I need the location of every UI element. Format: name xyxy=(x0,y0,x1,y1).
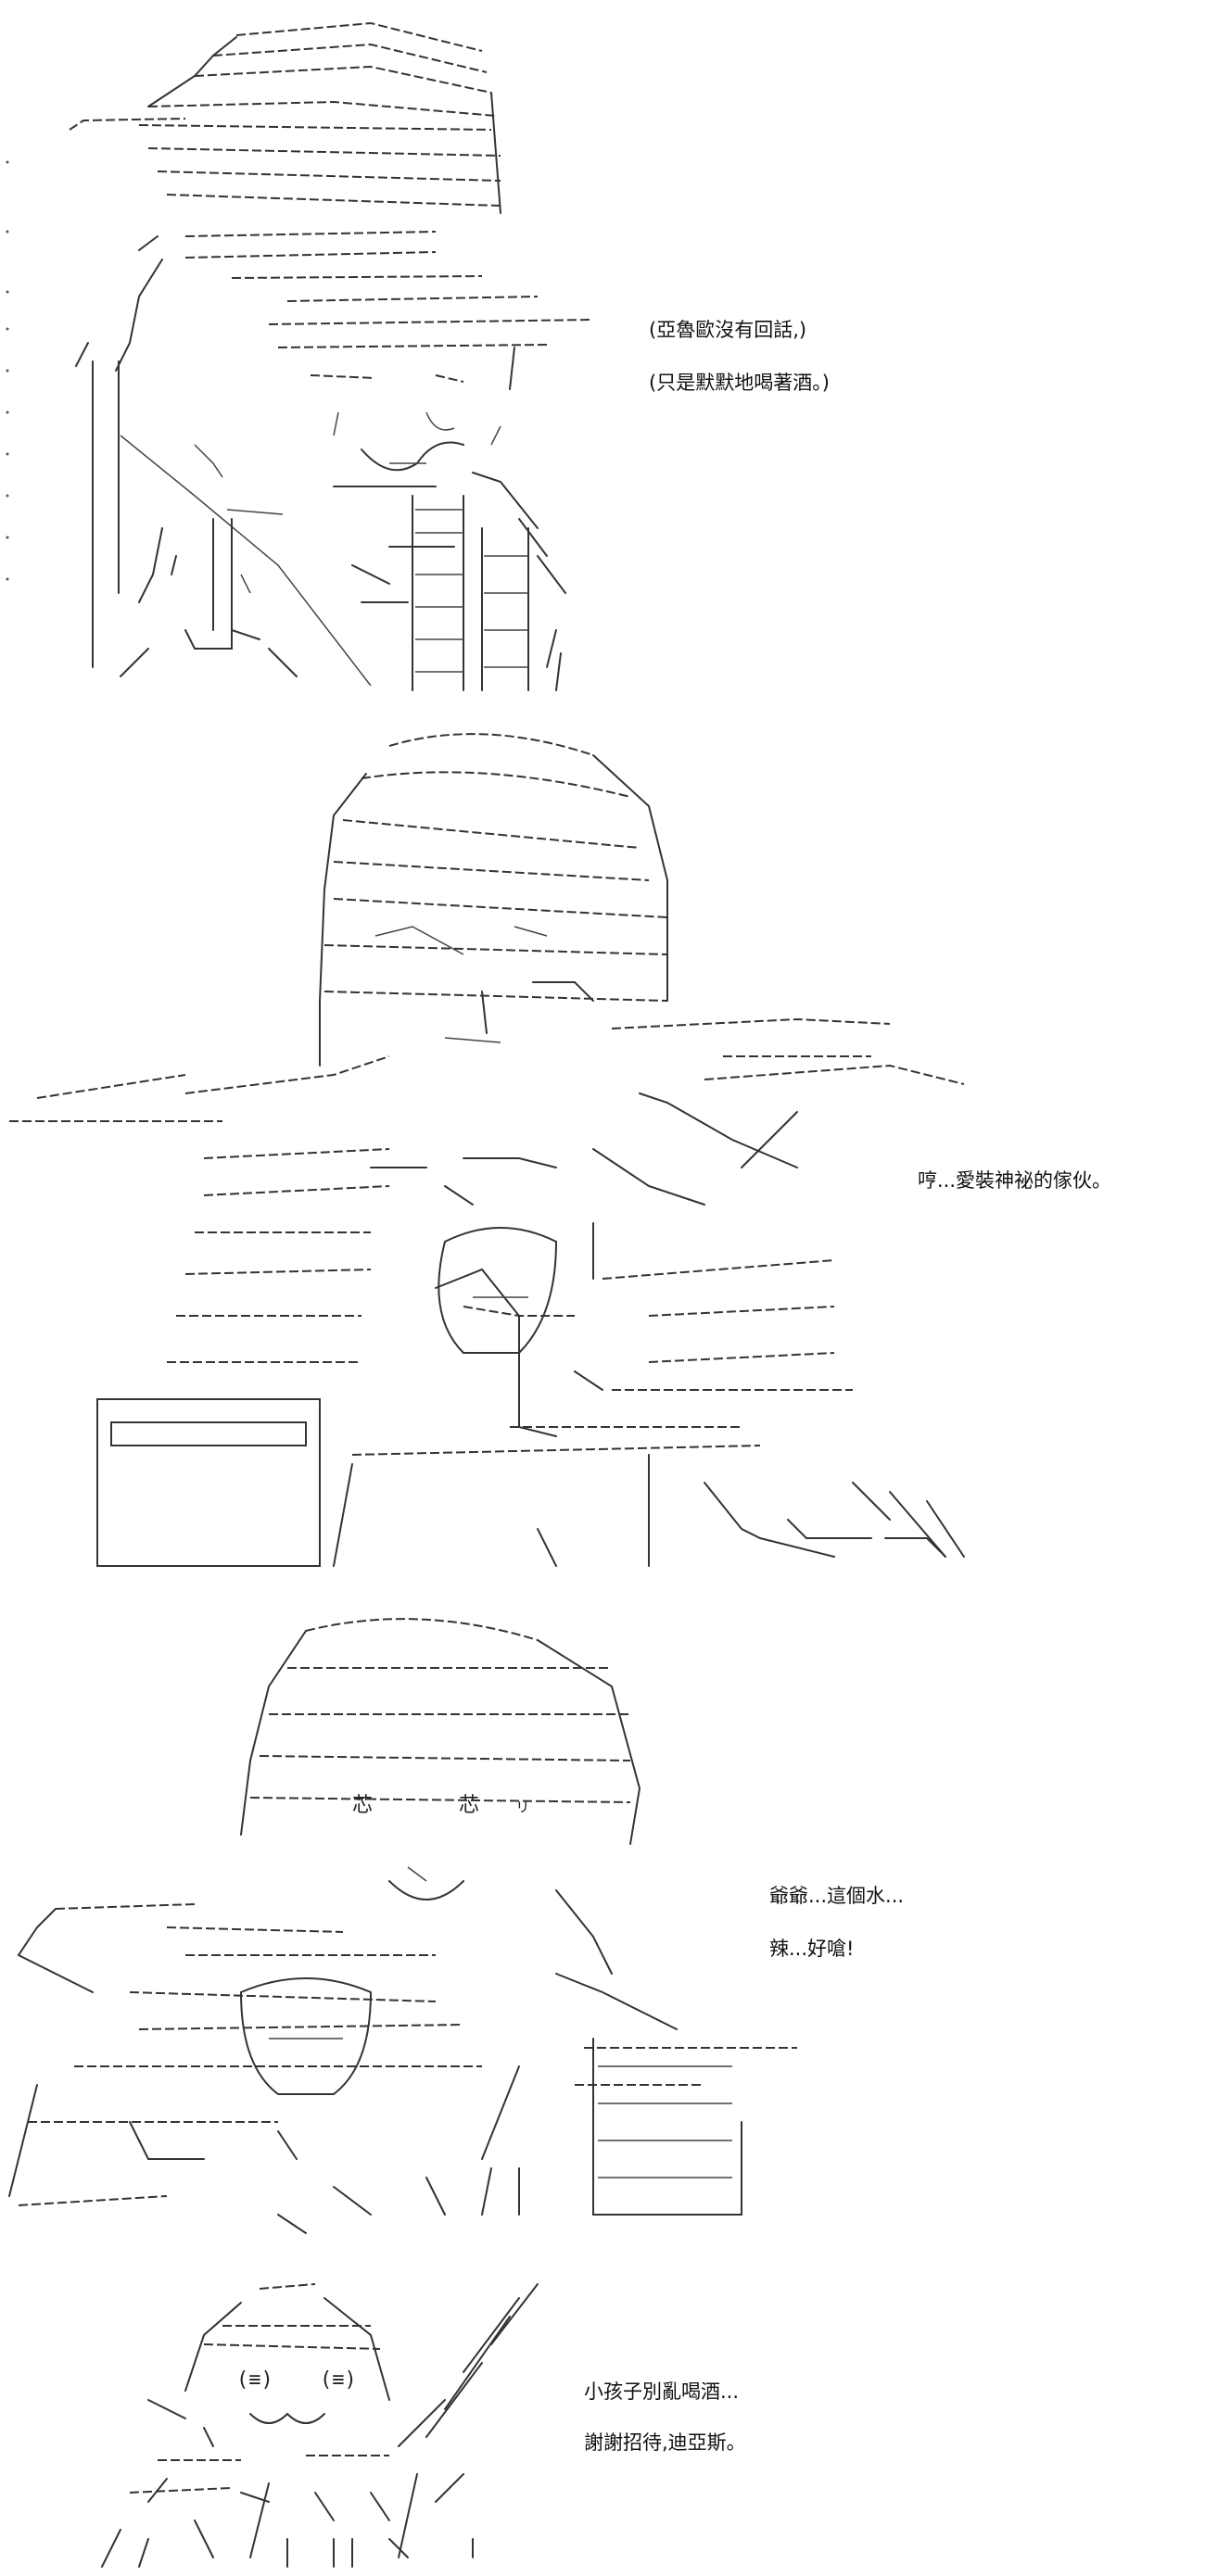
speech-line: (亞魯歐沒有回話,) xyxy=(649,319,807,341)
head: (≡) (≡) xyxy=(147,2283,390,2447)
heart-glyph: 芯 xyxy=(352,1794,373,1817)
speech-line: 辣...好嗆! xyxy=(769,1938,855,1960)
heart-glyph: 芯 xyxy=(459,1794,479,1817)
panel-3: 芯 芯 ㇼ xyxy=(0,1603,1205,2252)
speech-line: 謝謝招待,迪亞斯。 xyxy=(584,2431,746,2454)
speech-line: 小孩子別亂喝酒... xyxy=(584,2380,740,2403)
speech-line: 哼...愛裝神祕的傢伙。 xyxy=(918,1169,1112,1192)
ascii-art-long-hair-figure xyxy=(9,733,965,1567)
speech-line: (只是默默地喝著酒。) xyxy=(649,372,830,394)
face: 芯 芯 ㇼ xyxy=(352,1794,613,1975)
cup xyxy=(438,1227,558,1354)
hat xyxy=(69,21,594,348)
counter-box xyxy=(96,1398,321,1567)
eye-glyph: (≡) xyxy=(320,2368,357,2392)
cup-and-skirt xyxy=(18,1977,742,2234)
panel-2: 哼...愛裝神祕的傢伙。 xyxy=(0,723,1205,1575)
speech-line: 爺爺...這個水... xyxy=(769,1885,905,1907)
face xyxy=(115,259,515,472)
ascii-art-sleepy-figure: (≡) (≡) xyxy=(101,2283,539,2568)
face xyxy=(374,926,594,1043)
ascii-art-hatted-figure xyxy=(6,21,594,691)
body xyxy=(75,342,566,691)
bottle-and-body xyxy=(101,2283,539,2568)
ascii-art-crying-figure: 芯 芯 ㇼ xyxy=(8,1618,797,2234)
panel-4: (≡) (≡) xyxy=(0,2261,1205,2576)
hair xyxy=(240,1618,641,1845)
arms xyxy=(8,1903,797,2216)
arms-and-sleeves xyxy=(9,1017,965,1206)
panel-1: (亞魯歐沒有回話,) (只是默默地喝著酒。) xyxy=(0,0,1205,704)
hair xyxy=(319,733,668,1067)
edge-dots xyxy=(6,160,9,581)
sweat-glyph: ㇼ xyxy=(514,1797,531,1816)
torso xyxy=(167,1148,965,1567)
eye-glyph: (≡) xyxy=(236,2368,273,2392)
